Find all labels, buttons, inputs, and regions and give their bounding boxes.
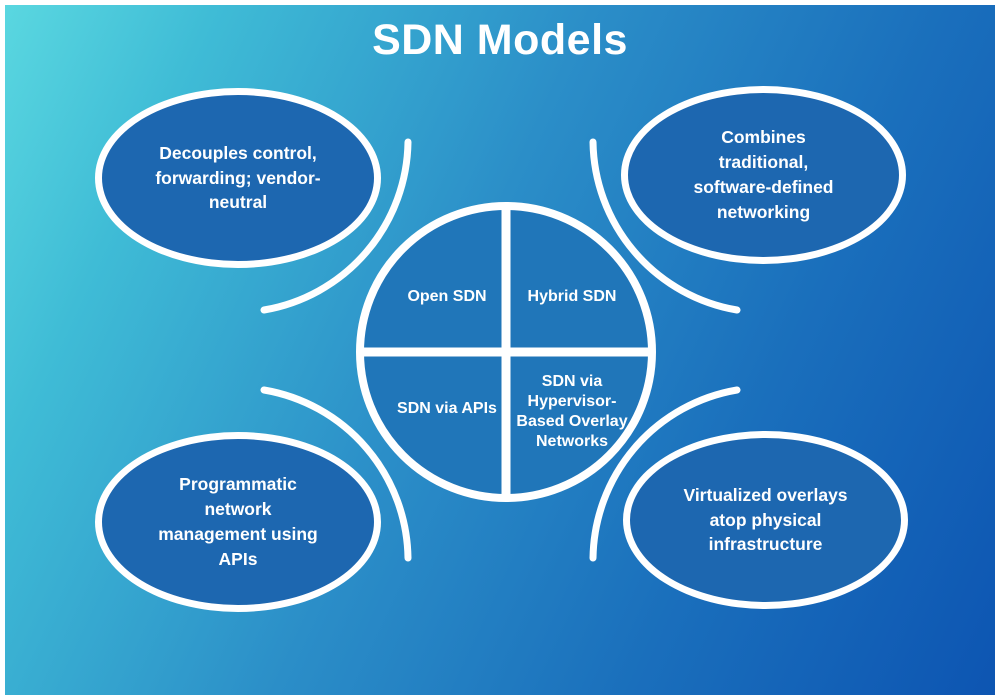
connector-arc-top-left xyxy=(260,138,412,314)
quadrant-label-sdn-via-hypervisor: SDN via Hypervisor- Based Overlay Networ… xyxy=(516,373,628,450)
bubble-bottom-left-description: Programmatic network management using AP… xyxy=(158,474,318,569)
connector-arc-bottom-right xyxy=(589,386,741,562)
quadrant-label-hybrid-sdn: Hybrid SDN xyxy=(527,288,617,305)
page-title: SDN Models xyxy=(372,16,628,64)
connector-arc-bottom-left xyxy=(260,386,412,562)
quadrant-label-sdn-via-apis: SDN via APIs xyxy=(397,400,497,417)
bubble-top-right: Combines traditional, software-defined n… xyxy=(621,86,906,264)
quadrant-label-open-sdn: Open SDN xyxy=(407,288,487,305)
connector-arc-top-right xyxy=(589,138,741,314)
bubble-top-left-description: Decouples control, forwarding; vendor- n… xyxy=(155,142,321,213)
bubble-top-right-description: Combines traditional, software-defined n… xyxy=(693,127,834,222)
bubble-bottom-left: Programmatic network management using AP… xyxy=(95,432,381,612)
bubble-top-left: Decouples control, forwarding; vendor- n… xyxy=(95,88,381,268)
bubble-bottom-right-description: Virtualized overlays atop physical infra… xyxy=(683,484,848,555)
bubble-bottom-right: Virtualized overlays atop physical infra… xyxy=(623,431,908,609)
